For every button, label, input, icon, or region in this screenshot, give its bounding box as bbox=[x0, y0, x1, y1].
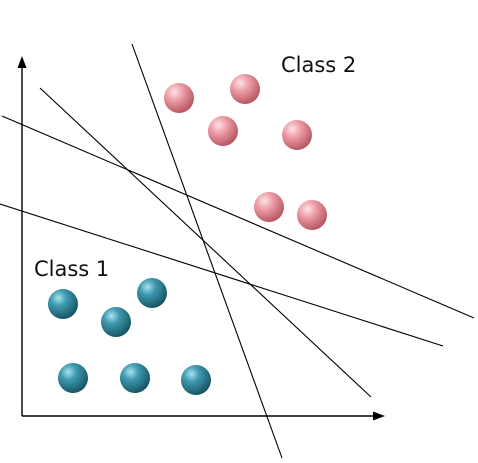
class-1-point bbox=[120, 363, 150, 393]
y-axis-arrowhead-icon bbox=[17, 56, 27, 68]
class-1-point bbox=[137, 278, 167, 308]
class-1-point bbox=[58, 363, 88, 393]
separating-lines bbox=[0, 43, 475, 459]
class-1-label: Class 1 bbox=[34, 257, 109, 281]
separating-line-4 bbox=[0, 203, 444, 347]
class-2-point bbox=[208, 116, 238, 146]
class-2-point bbox=[254, 192, 284, 222]
separating-line-1 bbox=[131, 43, 283, 459]
class-2-point bbox=[230, 74, 260, 104]
separating-line-3 bbox=[1, 115, 475, 319]
axes bbox=[21, 64, 377, 417]
separating-line-2 bbox=[39, 87, 372, 398]
class-2-label: Class 2 bbox=[281, 53, 356, 77]
class-1-point bbox=[181, 365, 211, 395]
class-1-point bbox=[101, 307, 131, 337]
class-2-point bbox=[297, 200, 327, 230]
class-2-point bbox=[282, 120, 312, 150]
x-axis-arrowhead-icon bbox=[373, 411, 385, 421]
class-1-points bbox=[48, 278, 211, 395]
class-1-point bbox=[48, 289, 78, 319]
class-2-points bbox=[164, 74, 327, 230]
class-2-point bbox=[164, 83, 194, 113]
